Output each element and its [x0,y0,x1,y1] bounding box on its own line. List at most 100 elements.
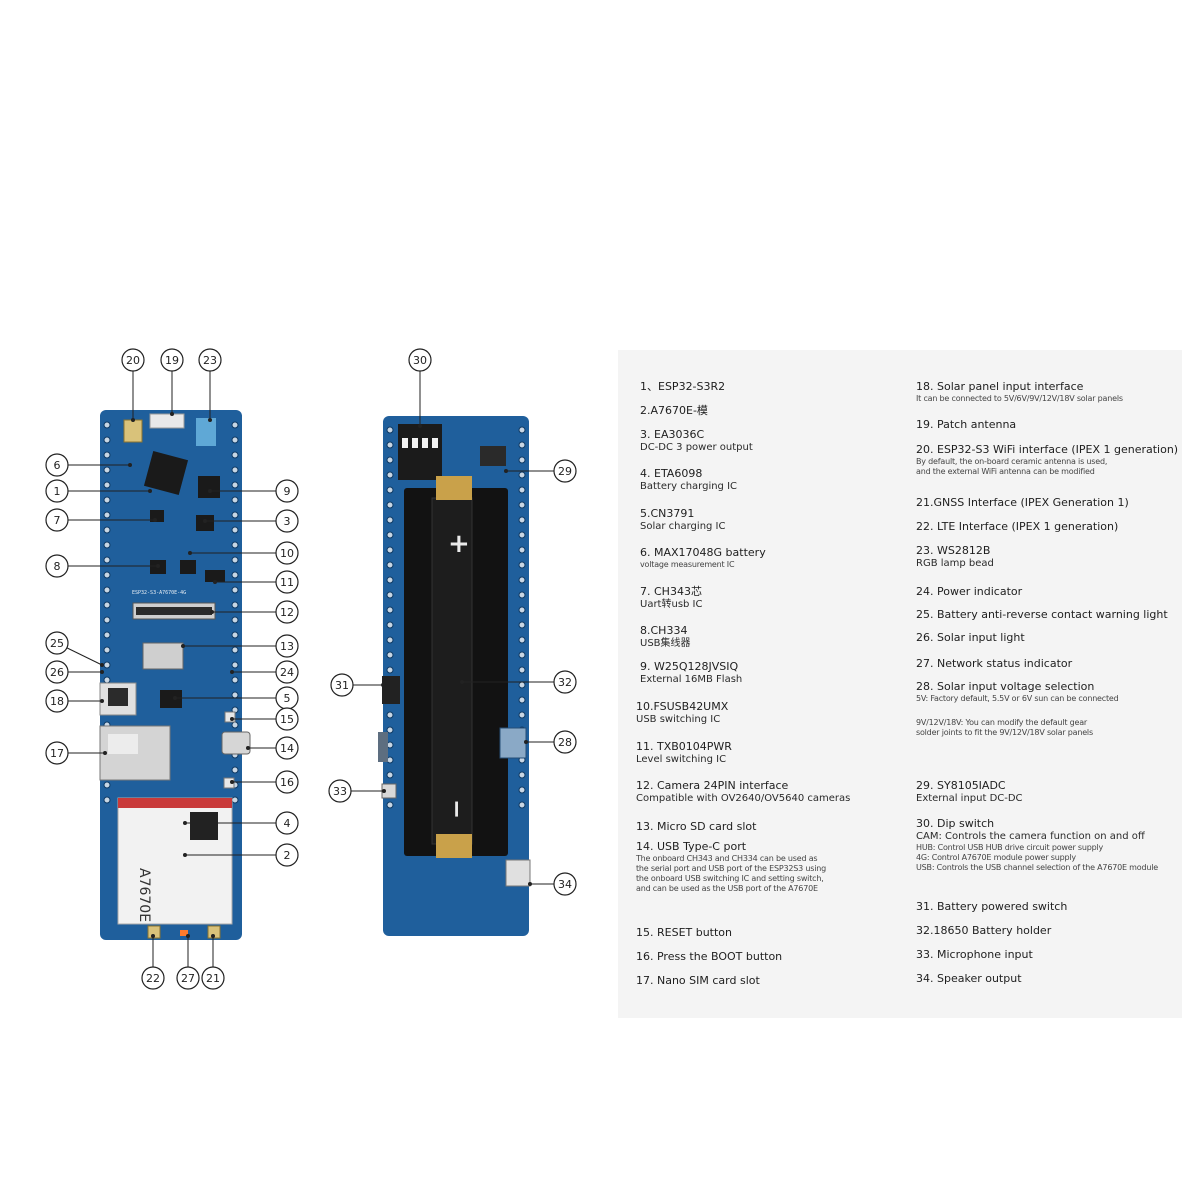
header-pin [231,646,239,654]
gnss-ipex-connector [207,925,221,939]
callout-number: 5 [284,692,291,705]
level-shifter-chip [205,570,225,582]
legend-item-detail: 4G: Control A7670E module power supply [916,853,1076,863]
callout-number: 27 [181,972,195,985]
header-pin [518,546,526,554]
header-pin [386,621,394,629]
header-pin [386,771,394,779]
callout-number: 11 [280,576,294,589]
header-pin [386,426,394,434]
header-pin [386,666,394,674]
header-pin [231,421,239,429]
callout-circle [45,479,69,503]
legend-item-detail: voltage measurement IC [640,559,735,569]
legend-item-title: 8.CH334 [640,624,688,637]
callout-anchor [100,663,104,667]
legend-item-16: 16. Press the BOOT button [636,950,782,964]
side-component [378,732,388,762]
callout-anchor [211,934,215,938]
header-pin [103,586,111,594]
callout-circle [408,348,432,372]
legend-item-title: 13. Micro SD card slot [636,820,757,833]
callout-23: 23 [198,348,222,422]
legend-item-2: 2.A7670E-模 [640,404,708,418]
callout-7: 7 [45,508,157,532]
callout-anchor [246,746,250,750]
header-pin [518,621,526,629]
callout-4: 4 [183,811,299,835]
battery-holder-channel [431,497,473,845]
callout-circle [121,348,145,372]
board-illustrations: ESP32-S3-A7670E-4GA7670E+−12345678910111… [45,348,577,990]
callout-number: 25 [50,637,64,650]
callout-number: 8 [54,560,61,573]
network-status-led [180,930,188,936]
callout-1: 1 [45,479,152,503]
callout-circle [275,509,299,533]
legend-item-detail: It can be connected to 5V/6V/9V/12V/18V … [916,393,1123,403]
header-pin [231,601,239,609]
header-pin [103,526,111,534]
header-pin [518,441,526,449]
callout-anchor [504,469,508,473]
battery-power-switch [382,676,400,704]
callout-10: 10 [188,541,299,565]
header-pin [103,616,111,624]
legend-item-title: 6. MAX17048G battery [640,546,766,559]
legend-item-detail: 5V: Factory default, 5.5V or 6V sun can … [916,693,1119,703]
callout-circle [330,673,354,697]
header-pin [103,421,111,429]
callout-circle [275,479,299,503]
callout-29: 29 [504,459,577,483]
legend-item-title: 11. TXB0104PWR [636,740,732,753]
header-pin [518,591,526,599]
callout-32: 32 [460,670,577,694]
callout-17: 17 [45,741,107,765]
legend-item-detail: HUB: Control USB HUB drive circuit power… [916,843,1104,853]
callout-anchor [100,699,104,703]
header-pin [103,511,111,519]
callout-circle [275,770,299,794]
callout-number: 29 [558,465,572,478]
header-pin [231,541,239,549]
callout-anchor [183,853,187,857]
header-pin [231,481,239,489]
legend-item-detail: Uart转usb IC [640,598,703,610]
header-pin [386,726,394,734]
legend-item-title: 7. CH343芯 [640,585,702,598]
callout-circle [45,660,69,684]
header-pin [231,766,239,774]
camera-connector-slot [136,607,212,615]
legend-item-title: 18. Solar panel input interface [916,380,1084,393]
usb-switch-chip [180,560,196,574]
header-pin [386,456,394,464]
callout-anchor [210,610,214,614]
callout-anchor [151,934,155,938]
legend-item-detail: External 16MB Flash [640,673,743,685]
callout-2: 2 [183,843,299,867]
callout-number: 21 [206,972,220,985]
callout-circle [275,541,299,565]
callout-9: 9 [208,479,299,503]
battery-contact-top [436,476,472,500]
callout-anchor [186,934,190,938]
legend-item-detail: USB switching IC [636,713,721,725]
callout-3: 3 [203,509,299,533]
callout-anchor [128,463,132,467]
callout-20: 20 [121,348,145,422]
header-pin [231,466,239,474]
callout-anchor [203,519,207,523]
callout-circle [45,453,69,477]
a7670e-module-label: A7670E [136,868,152,922]
header-pin [386,471,394,479]
ipex-wifi-connector [123,419,143,443]
callout-26: 26 [45,660,104,684]
callout-anchor [381,683,385,687]
header-pin [386,606,394,614]
header-pin [231,511,239,519]
callout-anchor [528,882,532,886]
